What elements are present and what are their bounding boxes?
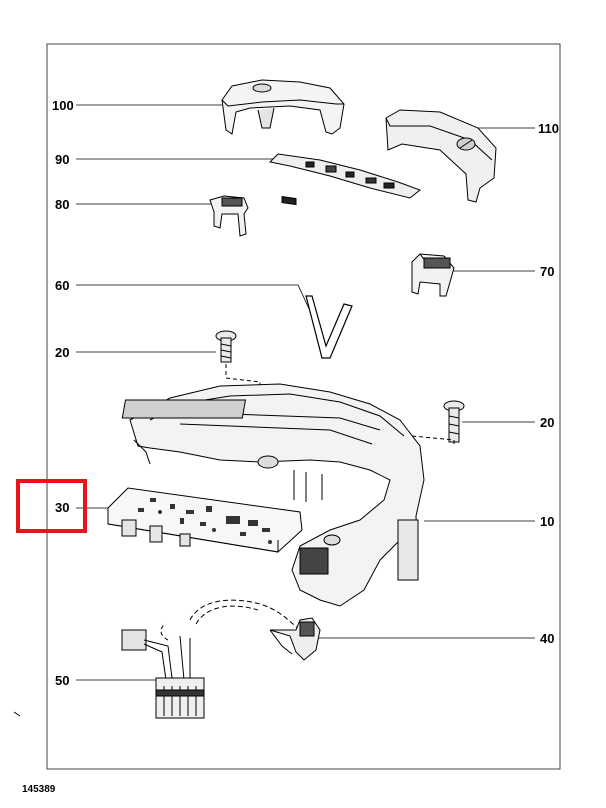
part-80-button	[209, 195, 249, 237]
callout-100: 100	[52, 98, 74, 113]
part-100-top-cover	[221, 79, 345, 135]
callout-20-left: 20	[55, 345, 70, 360]
part-60-v-spring	[305, 295, 353, 359]
part-20-screw-left	[215, 330, 261, 390]
callout-90: 90	[55, 152, 70, 167]
part-10-main-housing	[121, 383, 425, 607]
callout-50: 50	[55, 673, 70, 688]
part-40-switch-wire	[189, 599, 321, 661]
callout-30: 30	[55, 500, 70, 515]
highlight-box-part-30	[16, 479, 87, 533]
part-90-display-strip	[268, 153, 422, 206]
callout-110: 110	[538, 121, 559, 136]
part-50-connector-harness	[121, 623, 205, 719]
callout-70: 70	[540, 264, 555, 279]
callout-20-right: 20	[540, 415, 555, 430]
part-30-circuit-board	[107, 487, 303, 553]
part-110-rear-cover	[385, 109, 497, 203]
diagram-border	[46, 43, 561, 770]
callout-80: 80	[55, 197, 70, 212]
callout-40: 40	[540, 631, 555, 646]
leader-60	[76, 284, 319, 329]
callout-10: 10	[540, 514, 555, 529]
tick-mark	[13, 711, 21, 717]
part-70-switch	[411, 253, 455, 297]
callout-60: 60	[55, 278, 70, 293]
drawing-number: 145389	[22, 784, 56, 795]
part-20-screw-right	[411, 400, 465, 450]
